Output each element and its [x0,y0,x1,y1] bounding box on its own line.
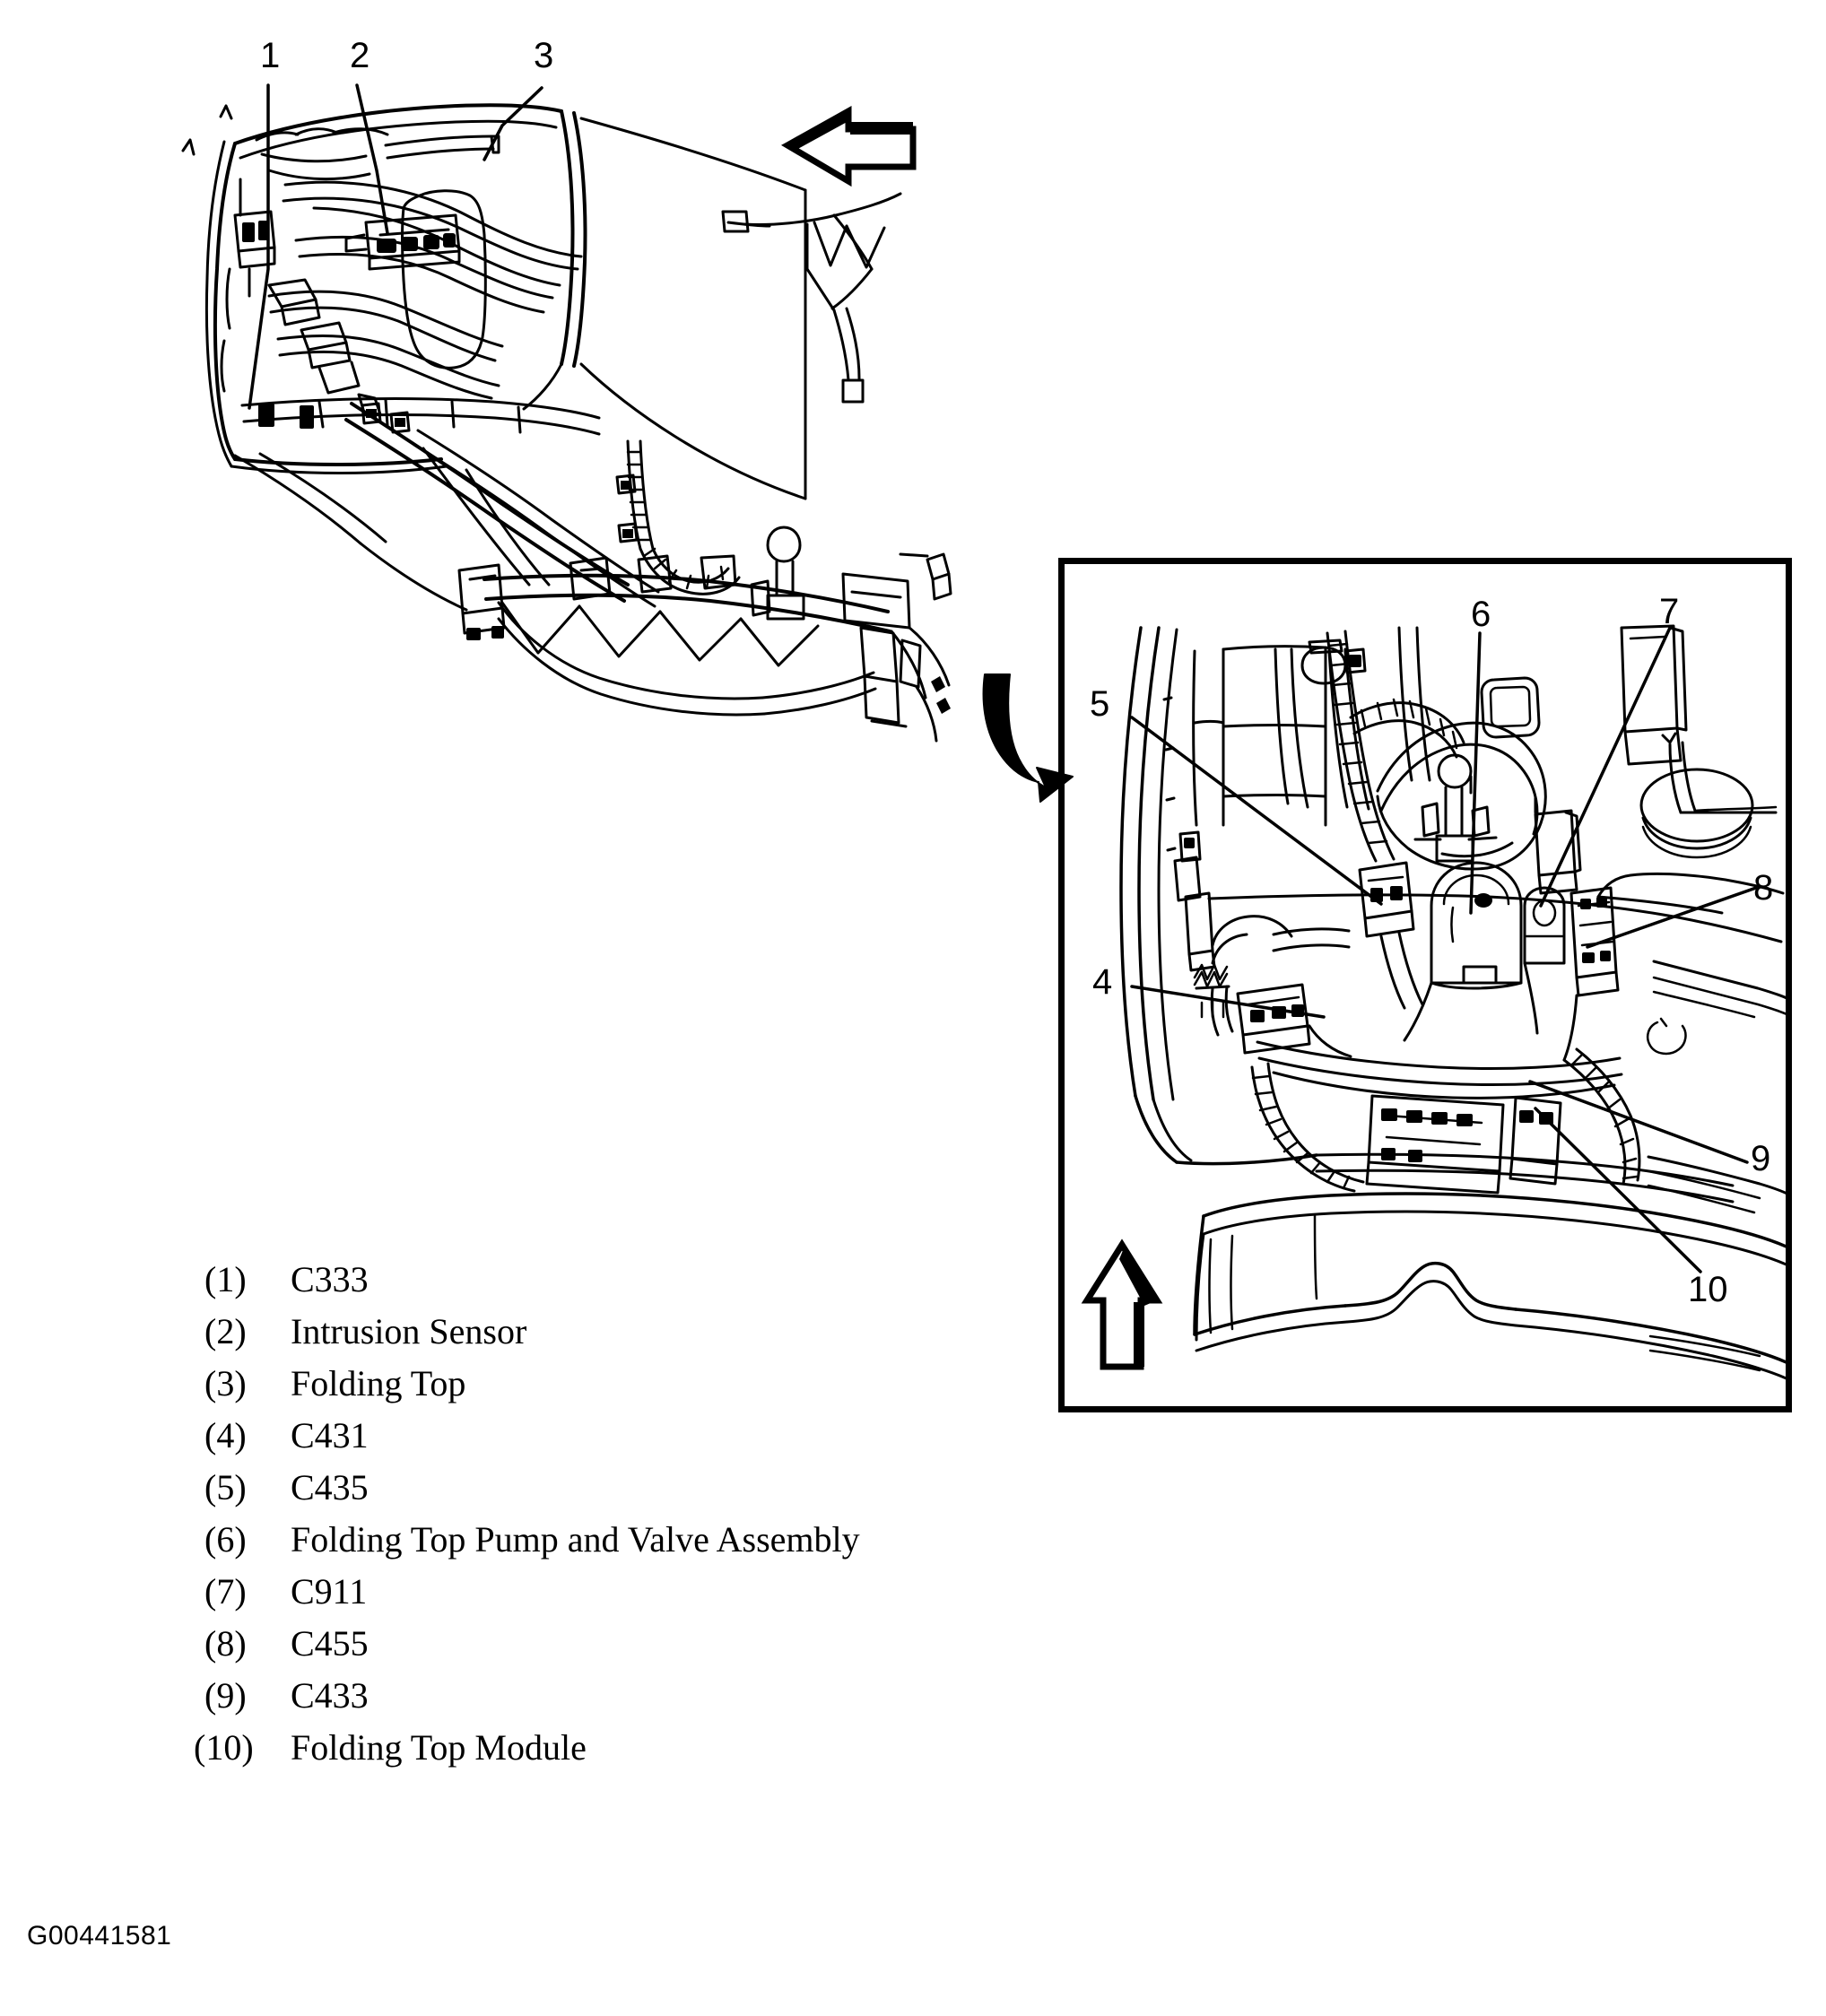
legend-number: (8) [204,1623,247,1664]
legend-item: (2) Intrusion Sensor [204,1306,1101,1358]
component-legend: (1) C333 (2) Intrusion Sensor (3) Foldin… [194,1254,1101,1774]
legend-item: (7) C911 [204,1566,1101,1618]
callout-1: 1 [260,36,281,75]
legend-number: (6) [204,1519,247,1560]
legend-label: C435 [291,1467,369,1508]
legend-item: (6) Folding Top Pump and Valve Assembly [204,1514,1101,1566]
callout-3: 3 [534,36,554,75]
legend-number: (2) [204,1311,247,1351]
legend-item: (9) C433 [204,1670,1101,1722]
callout-10: 10 [1688,1270,1728,1309]
legend-label: Intrusion Sensor [291,1311,527,1351]
legend-label: C433 [291,1675,369,1716]
legend-label: Folding Top Module [291,1727,587,1768]
legend-number: (5) [204,1467,247,1508]
legend-item: (10) Folding Top Module [194,1722,1101,1774]
legend-number: (7) [204,1571,247,1612]
legend-item: (5) C435 [204,1462,1101,1514]
legend-number: (1) [204,1259,247,1299]
figure-id-code: G00441581 [27,1921,172,1951]
callout-9: 9 [1751,1139,1771,1178]
legend-number: (4) [204,1415,247,1456]
callout-2: 2 [350,36,370,75]
legend-label: Folding Top Pump and Valve Assembly [291,1519,860,1560]
legend-item: (3) Folding Top [204,1358,1101,1410]
legend-number: (9) [204,1675,247,1716]
legend-label: C455 [291,1623,369,1664]
callout-7: 7 [1659,592,1680,631]
legend-number: (10) [194,1727,254,1768]
legend-item: (8) C455 [204,1618,1101,1670]
legend-label: Folding Top [291,1363,466,1403]
legend-label: C911 [291,1571,368,1612]
callout-5: 5 [1090,684,1110,724]
callout-8: 8 [1753,868,1774,908]
callout-4: 4 [1092,962,1113,1002]
inset-detail-panel [1058,558,1792,1412]
legend-item: (4) C431 [204,1410,1101,1462]
legend-item: (1) C333 [204,1254,1101,1306]
legend-label: C333 [291,1259,369,1299]
callout-6: 6 [1471,595,1491,634]
legend-number: (3) [204,1363,247,1403]
legend-label: C431 [291,1415,369,1456]
